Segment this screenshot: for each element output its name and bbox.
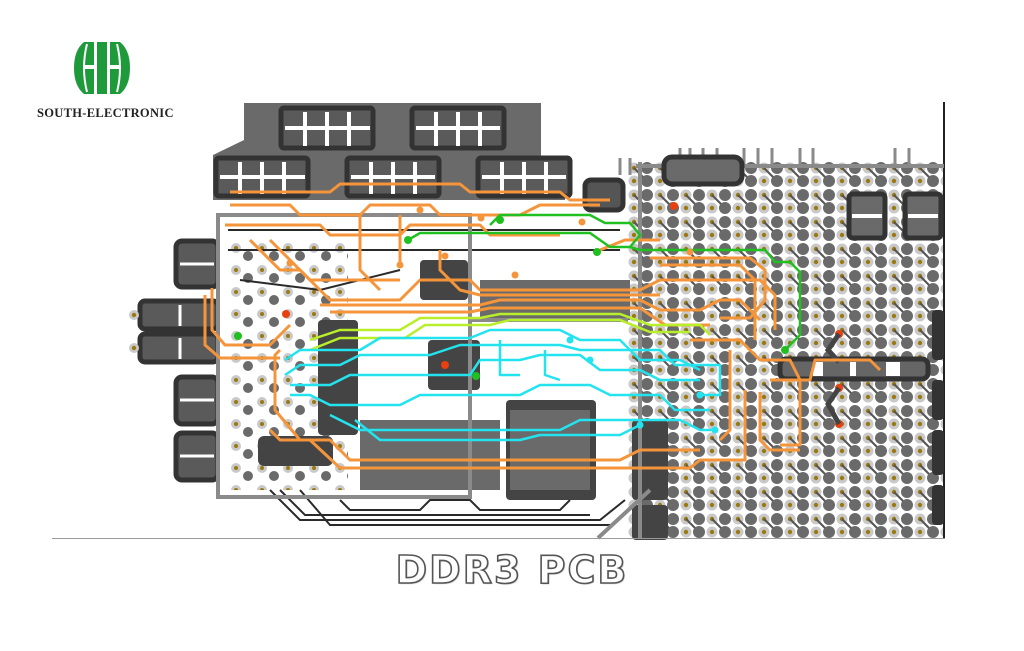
- caption-divider: [52, 538, 945, 539]
- top-connectors: [213, 103, 626, 213]
- routing-area: [216, 162, 668, 540]
- cyan-traces: [284, 328, 722, 442]
- diagram-title: DDR3 PCB: [395, 547, 629, 593]
- vias: [234, 206, 789, 434]
- south-electronic-logo-icon: [74, 42, 130, 94]
- bga-pad-field: [618, 102, 945, 538]
- lime-traces: [309, 312, 711, 352]
- company-name: SOUTH-ELECTRONIC: [37, 106, 174, 120]
- left-connectors: [137, 238, 221, 483]
- brand-logo: SOUTH-ELECTRONIC: [30, 38, 190, 128]
- green-traces: [407, 213, 802, 351]
